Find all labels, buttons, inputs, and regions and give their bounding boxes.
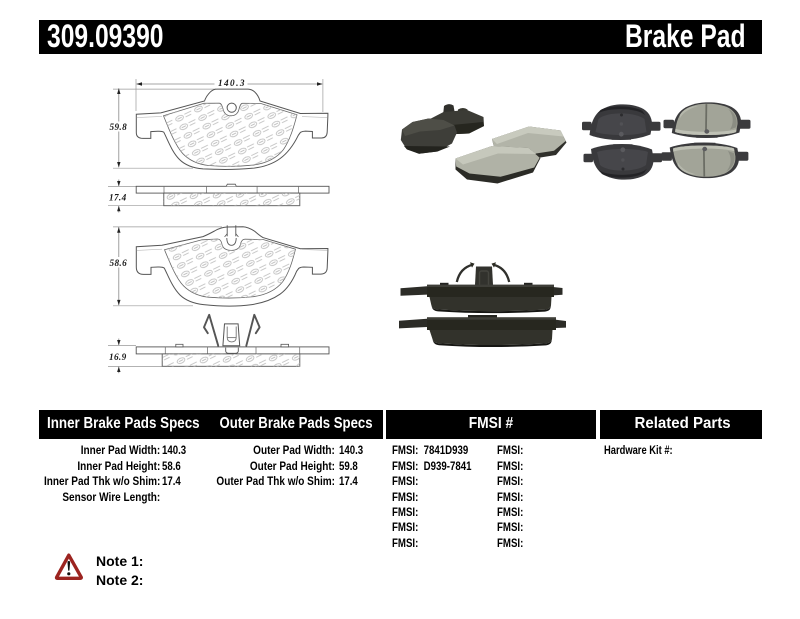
svg-text:16.9: 16.9: [109, 352, 127, 362]
svg-text:59.8: 59.8: [110, 122, 128, 132]
svg-text:17.4: 17.4: [109, 193, 127, 203]
svg-text:58.6: 58.6: [110, 258, 128, 268]
svg-text:140.3: 140.3: [218, 78, 246, 88]
